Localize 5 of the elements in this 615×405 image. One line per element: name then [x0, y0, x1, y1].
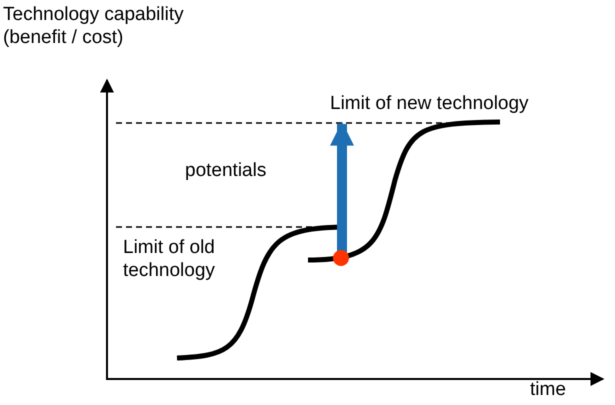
axis-title: time	[530, 378, 566, 401]
axis-title: Technology capability (benefit / cost)	[3, 3, 185, 49]
curve-label: Limit of old technology	[123, 236, 216, 282]
area-label: potentials	[185, 159, 266, 182]
curve-label: Limit of new technology	[330, 92, 529, 115]
